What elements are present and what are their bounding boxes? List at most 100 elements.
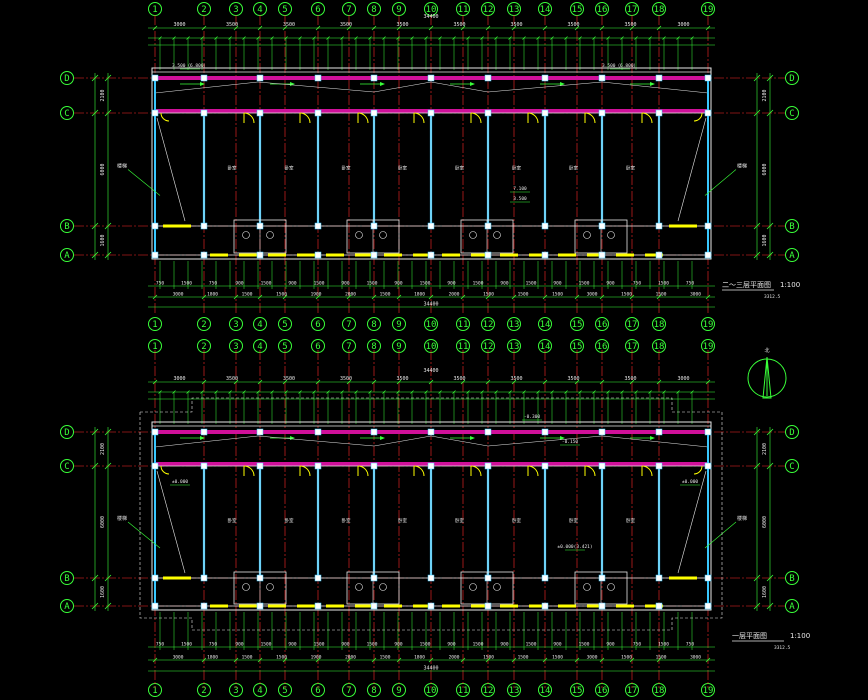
dim-tick	[91, 428, 99, 436]
axis-label-1: 1	[152, 320, 157, 330]
room-label: 卧室	[285, 517, 294, 524]
dim-tick-bottom	[371, 294, 377, 300]
column	[256, 574, 264, 582]
dim-tick-top	[257, 25, 263, 31]
dim-left-ba: 1600	[100, 586, 106, 598]
fixture	[469, 231, 477, 239]
stair-line-left	[156, 470, 186, 574]
window-A	[558, 253, 576, 257]
axis-label-B-right: B	[789, 574, 794, 584]
dim-tick-top	[574, 25, 580, 31]
dim-tick	[766, 109, 774, 117]
axis-label-19: 19	[703, 342, 714, 352]
dim-bottom-r1-0: 750	[156, 642, 164, 648]
dim-tick	[104, 109, 112, 117]
stair-line-right	[677, 117, 707, 222]
column	[200, 602, 208, 610]
dim-tick-top	[201, 25, 207, 31]
dim-left-dc: 2100	[100, 443, 106, 455]
window-B-left	[163, 224, 191, 228]
door-swing	[357, 465, 369, 477]
dim-tick-bottom	[282, 294, 288, 300]
column	[151, 109, 159, 117]
plan-scale: 1:100	[790, 632, 810, 640]
column	[256, 74, 264, 82]
axis-label-18: 18	[654, 320, 665, 330]
dim-tick	[91, 251, 99, 259]
door-swing	[641, 112, 653, 124]
axis-label-11: 11	[458, 5, 469, 15]
door-swing-left	[160, 112, 170, 122]
column	[314, 109, 322, 117]
axis-bubble-B-left	[60, 219, 74, 233]
dim-top-9: 3000	[677, 22, 689, 28]
dim-tick	[753, 74, 761, 82]
room-label: 卧室	[569, 517, 578, 524]
axis-label-12: 12	[483, 342, 494, 352]
dim-tick	[91, 74, 99, 82]
door-swing	[584, 112, 596, 124]
dim-bottom-r1-19: 1500	[658, 281, 669, 287]
axis-bubble-D-right	[785, 71, 799, 85]
dim-bottom-r1-17: 900	[606, 281, 614, 287]
plan-note: 3312.5	[774, 645, 791, 651]
fixture	[583, 583, 591, 591]
dim-tick	[104, 428, 112, 436]
dim-tick-top	[511, 379, 517, 385]
elevation-label: -0.300	[524, 414, 541, 420]
dim-bottom-r1-7: 900	[341, 642, 349, 648]
axis-bubble-C-right	[785, 106, 799, 120]
roof-slope-lines	[154, 435, 709, 448]
dim-tick-top	[599, 379, 605, 385]
dim-tick-bottom	[396, 294, 402, 300]
dim-bottom-r2-12: 3000	[587, 655, 598, 661]
column	[314, 251, 322, 259]
axis-label-15: 15	[572, 320, 583, 330]
dim-tick	[766, 602, 774, 610]
dim-top-3: 3500	[340, 376, 352, 382]
dim-tick-bottom	[599, 294, 605, 300]
dim-bottom-r2-2: 1500	[242, 655, 253, 661]
dim-bottom-r2-0: 3000	[173, 292, 184, 298]
axis-bubble-16	[595, 317, 609, 331]
column	[151, 251, 159, 259]
slope-arrow-head	[290, 82, 295, 86]
axis-label-2: 2	[201, 320, 206, 330]
window-A	[326, 253, 344, 257]
column	[151, 462, 159, 470]
axis-label-3: 3	[233, 342, 238, 352]
axis-bubble-11	[456, 317, 470, 331]
dim-tick-bottom	[511, 657, 517, 663]
axis-label-4: 4	[257, 5, 262, 15]
dim-tick	[766, 74, 774, 82]
axis-bubble-18	[652, 317, 666, 331]
window-A	[587, 253, 605, 257]
dim-top-5: 3500	[453, 22, 465, 28]
fixture	[266, 583, 274, 591]
dim-tick-bottom	[282, 657, 288, 663]
axis-bubble-A-left	[60, 599, 74, 613]
column	[151, 428, 159, 436]
axis-label-17: 17	[627, 5, 638, 15]
dim-tick-top	[257, 379, 263, 385]
room-label: 卧室	[626, 517, 635, 524]
dim-bottom-r1-11: 900	[447, 642, 455, 648]
dim-tick	[766, 574, 774, 582]
dim-tick-bottom	[371, 657, 377, 663]
dim-top-0: 3000	[173, 376, 185, 382]
dim-left-ba: 1600	[100, 234, 106, 246]
plan-scale: 1:100	[780, 281, 800, 289]
axis-label-2: 2	[201, 5, 206, 15]
dim-bottom-r1-5: 900	[288, 642, 296, 648]
column	[427, 222, 435, 230]
dim-top-7: 3500	[567, 22, 579, 28]
axis-label-D-right: D	[789, 428, 794, 438]
window-A	[210, 253, 228, 257]
column	[598, 109, 606, 117]
axis-bubble-B-right	[785, 219, 799, 233]
dim-top-0: 3000	[173, 22, 185, 28]
column	[655, 428, 663, 436]
door-swing	[299, 465, 311, 477]
